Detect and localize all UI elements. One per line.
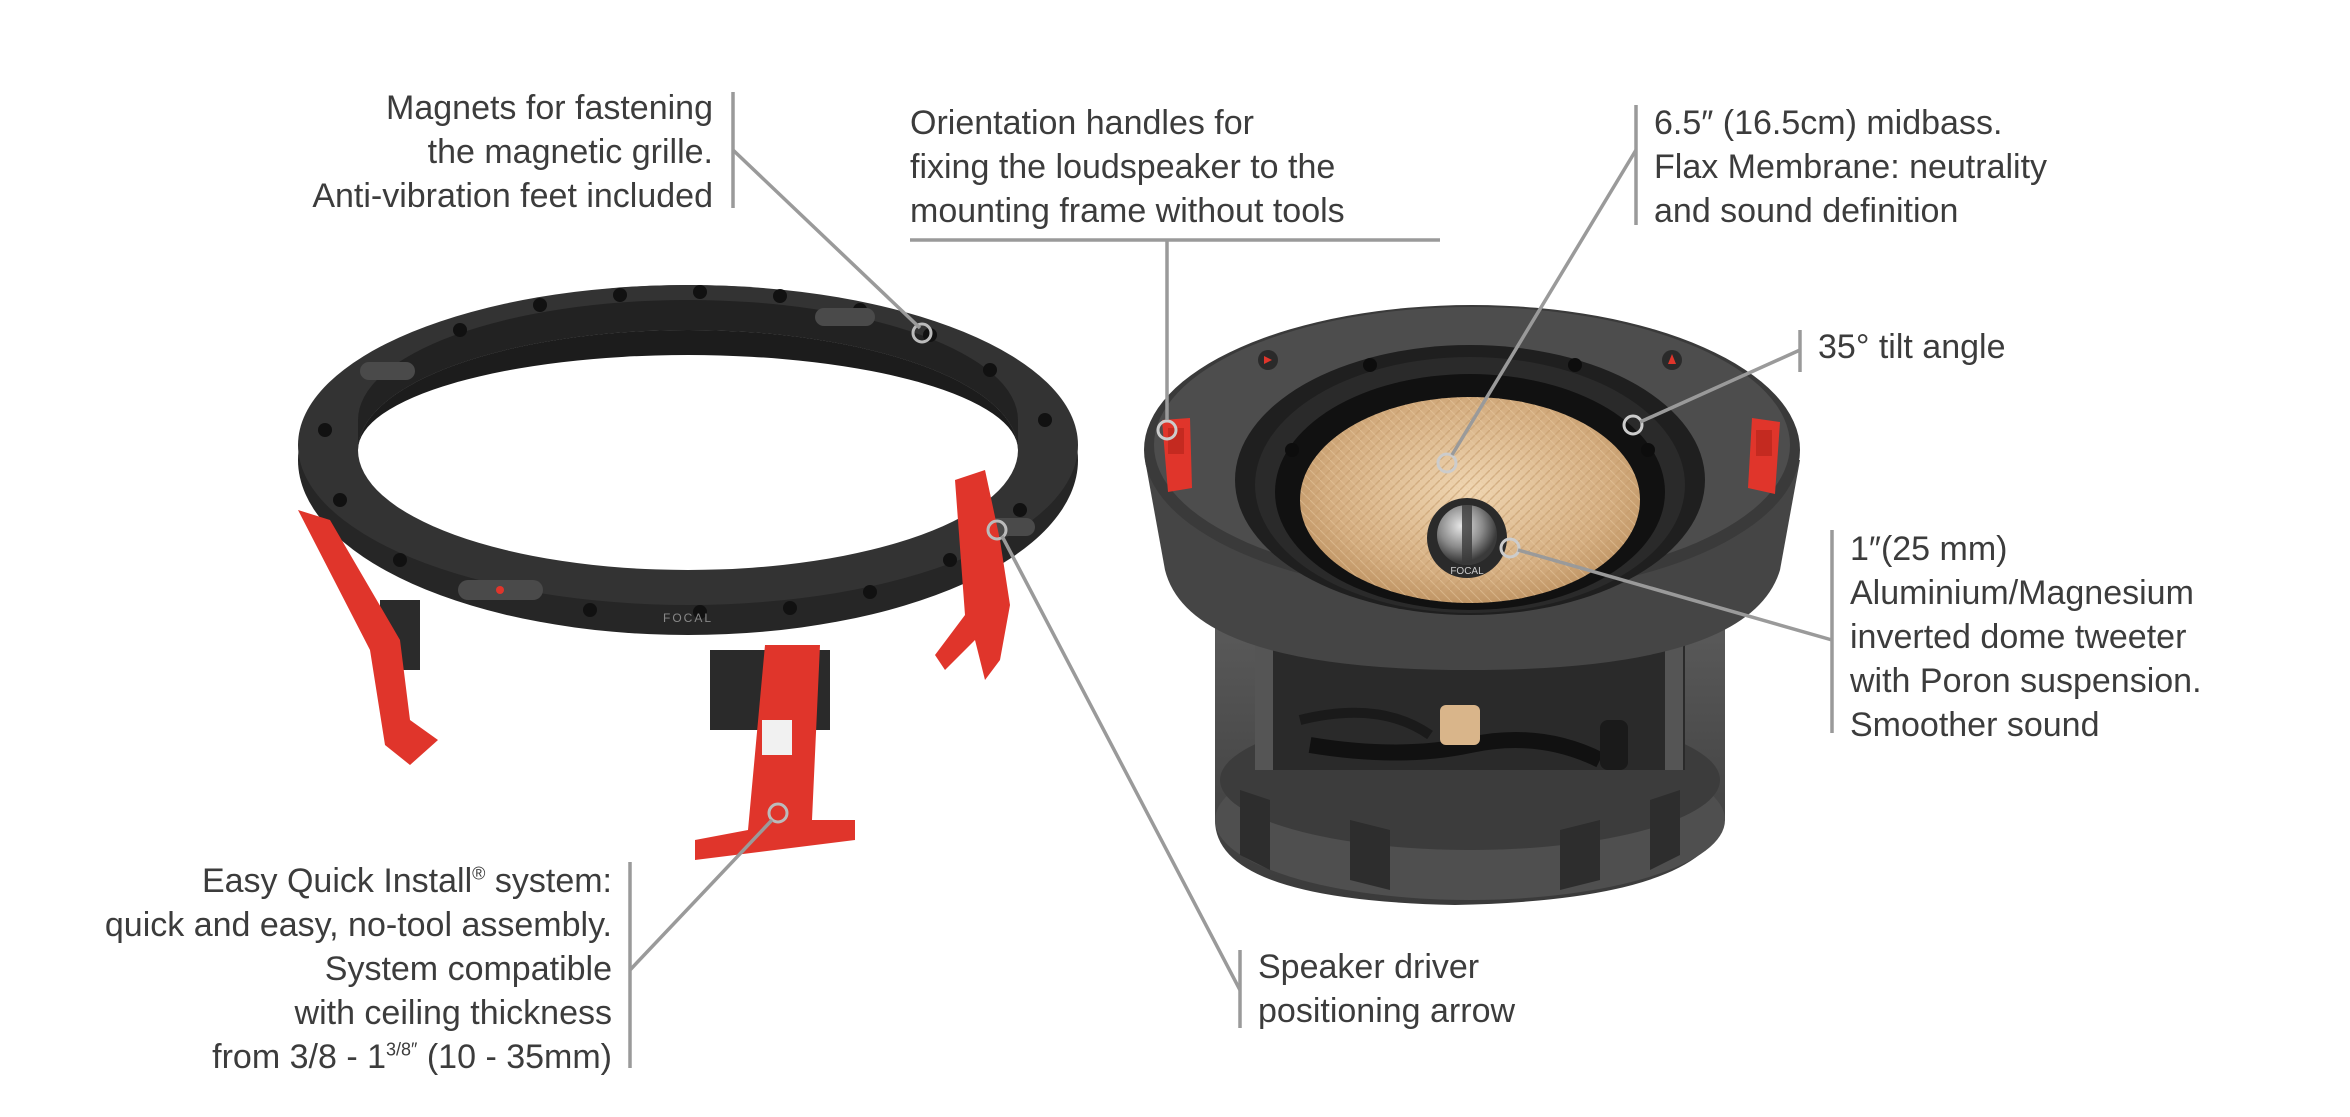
callout-quick-install-title-end: system: [485, 862, 612, 900]
callout-dot-arrow [986, 519, 1008, 541]
callout-tilt-line: 35° tilt angle [1818, 328, 2006, 366]
callout-tweeter-line: with Poron suspension. [1850, 662, 2202, 700]
callout-magnets-line: Anti-vibration feet included [312, 177, 713, 215]
callout-tweeter: 1″(25 mm) Aluminium/Magnesium inverted d… [1850, 527, 2202, 747]
positioning-arrow [1258, 350, 1278, 370]
callout-quick-install-line: from 3/8 - 13/8″ (10 - 35mm) [105, 1035, 612, 1079]
callout-dot-magnets [911, 322, 933, 344]
orientation-handle-left [1162, 418, 1192, 492]
callout-arrow-line: Speaker driver [1258, 948, 1480, 986]
callout-magnets: Magnets for fastening the magnetic grill… [312, 86, 713, 218]
callout-midbass: 6.5″ (16.5cm) midbass. Flax Membrane: ne… [1654, 101, 2047, 233]
thickness-range-prefix: from 3/8 - 1 [212, 1038, 386, 1076]
mounting-frame: FOCAL [298, 285, 1078, 860]
tweeter-logo: FOCAL [1450, 566, 1484, 577]
callout-orientation-line: mounting frame without tools [910, 192, 1345, 230]
callout-tweeter-line: Smoother sound [1850, 706, 2100, 744]
frame-clamp-left [298, 510, 438, 765]
callout-quick-install: Easy Quick Install® system: quick and ea… [105, 859, 612, 1079]
positioning-arrow [1662, 350, 1682, 370]
frame-clamp-front [695, 645, 855, 860]
callout-orientation: Orientation handles for fixing the louds… [910, 101, 1345, 233]
thickness-range-fraction: 3/8″ [386, 1039, 418, 1060]
callout-midbass-line: Flax Membrane: neutrality [1654, 148, 2048, 186]
driver-screws [1285, 358, 1655, 457]
callout-dot-tilt [1622, 414, 1644, 436]
callout-dot-tweeter [1499, 537, 1521, 559]
callout-dot-orientation [1156, 419, 1178, 441]
callout-quick-install-line: Easy Quick Install® system: [105, 859, 612, 903]
callout-midbass-line: 6.5″ (16.5cm) midbass. [1654, 104, 2003, 142]
callout-quick-install-line: quick and easy, no-tool assembly. [104, 906, 612, 944]
callout-dot-midbass [1436, 452, 1458, 474]
tweeter: FOCAL [1427, 498, 1507, 578]
callout-arrow-line: positioning arrow [1258, 992, 1516, 1030]
callout-quick-install-title: Easy Quick Install [201, 862, 473, 900]
callout-tweeter-line: 1″(25 mm) [1850, 530, 2008, 568]
callout-magnets-line: the magnetic grille. [427, 133, 713, 171]
speaker-unit: FOCAL [1144, 305, 1800, 905]
callout-tilt: 35° tilt angle [1818, 325, 2006, 369]
registered-mark: ® [472, 863, 486, 884]
frame-logo: FOCAL [663, 611, 713, 625]
thickness-range-suffix: (10 - 35mm) [417, 1038, 612, 1076]
callout-midbass-line: and sound definition [1654, 192, 1959, 230]
leader-lines [628, 92, 1834, 1068]
callout-tweeter-line: inverted dome tweeter [1850, 618, 2187, 656]
callout-orientation-line: Orientation handles for [910, 104, 1254, 142]
callout-orientation-line: fixing the loudspeaker to the [910, 148, 1336, 186]
callout-dot-quick-install [767, 802, 789, 824]
callout-quick-install-line: System compatible [324, 950, 612, 988]
callout-arrow: Speaker driver positioning arrow [1258, 945, 1515, 1033]
callout-quick-install-line: with ceiling thickness [294, 994, 612, 1032]
callout-magnets-line: Magnets for fastening [386, 89, 713, 127]
orientation-handle-right [1748, 418, 1780, 494]
magnet-pad [815, 308, 875, 326]
magnet-pad [360, 362, 415, 380]
callout-tweeter-line: Aluminium/Magnesium [1850, 574, 2194, 612]
